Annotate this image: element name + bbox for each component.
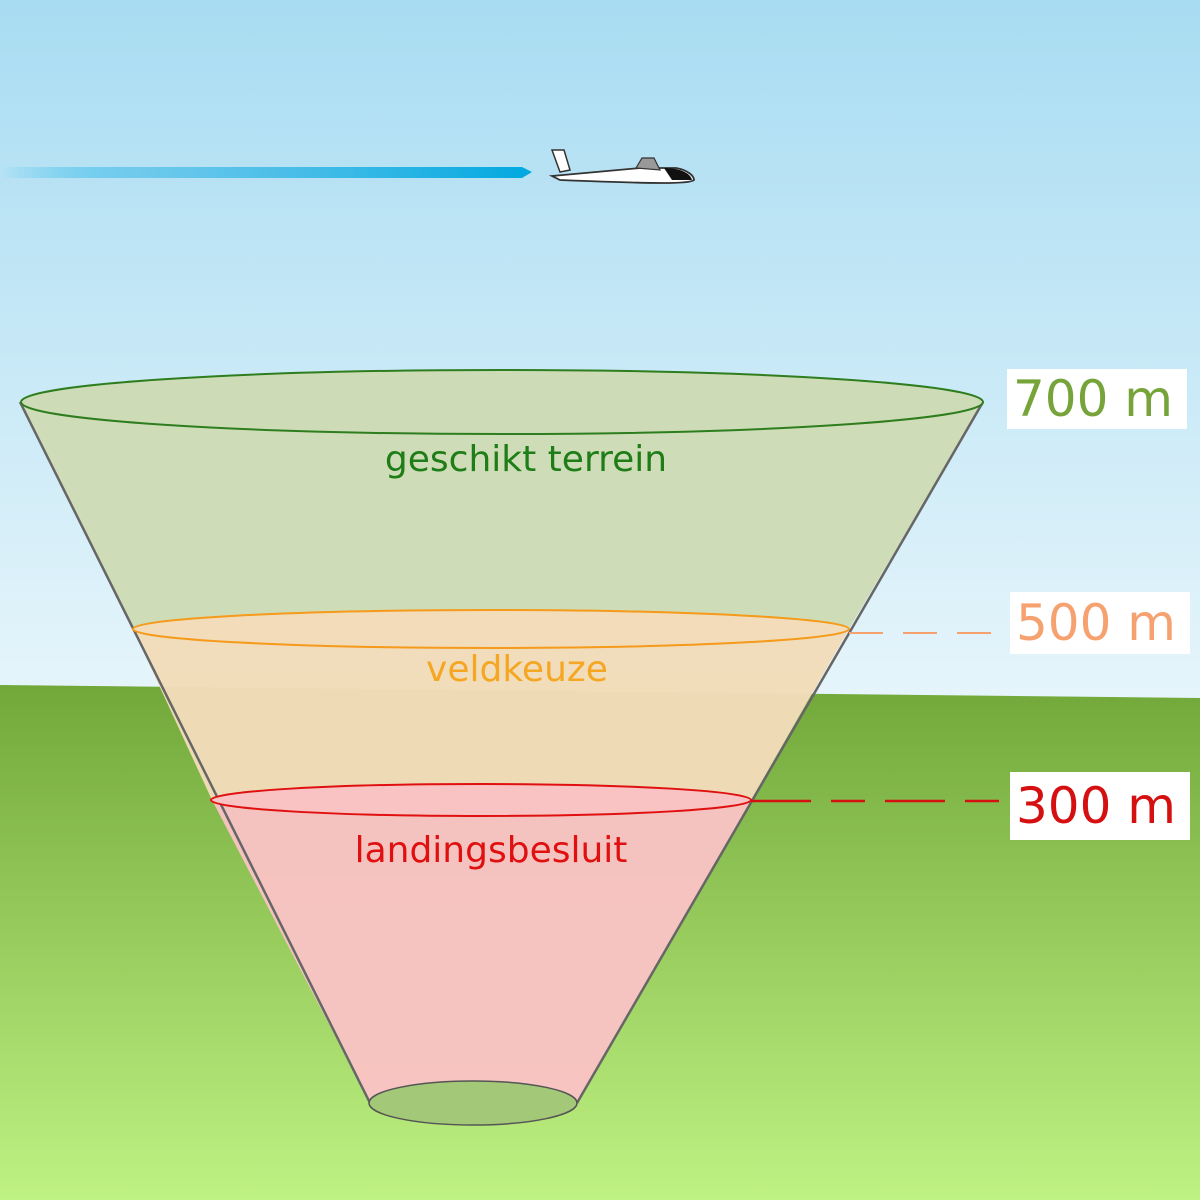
cone-base (368, 1080, 578, 1126)
ellipse-700 (20, 369, 984, 435)
altitude-label-300: 300 m (1015, 777, 1176, 835)
altitude-label-500: 500 m (1015, 594, 1176, 652)
ellipse-500 (132, 609, 850, 649)
altitude-label-700: 700 m (1012, 370, 1173, 428)
cone-right-edge (575, 401, 985, 1104)
zone-geschikt-terrein-body (20, 402, 983, 629)
glider-trail (0, 167, 532, 178)
zone-label-landingsbesluit: landingsbesluit (355, 830, 628, 871)
glider-icon (548, 149, 695, 184)
altitude-box-300: 300 m (1010, 772, 1190, 840)
ellipse-300 (210, 783, 752, 817)
zone-label-veldkeuze: veldkeuze (426, 649, 608, 690)
altitude-box-500: 500 m (1010, 592, 1190, 654)
zone-label-geschikt-terrein: geschikt terrein (385, 439, 667, 480)
cone-left-edge (18, 401, 372, 1104)
zone-landingsbesluit-body (212, 800, 751, 1103)
zone-veldkeuze-body (133, 629, 849, 800)
altitude-box-700: 700 m (1007, 369, 1187, 429)
